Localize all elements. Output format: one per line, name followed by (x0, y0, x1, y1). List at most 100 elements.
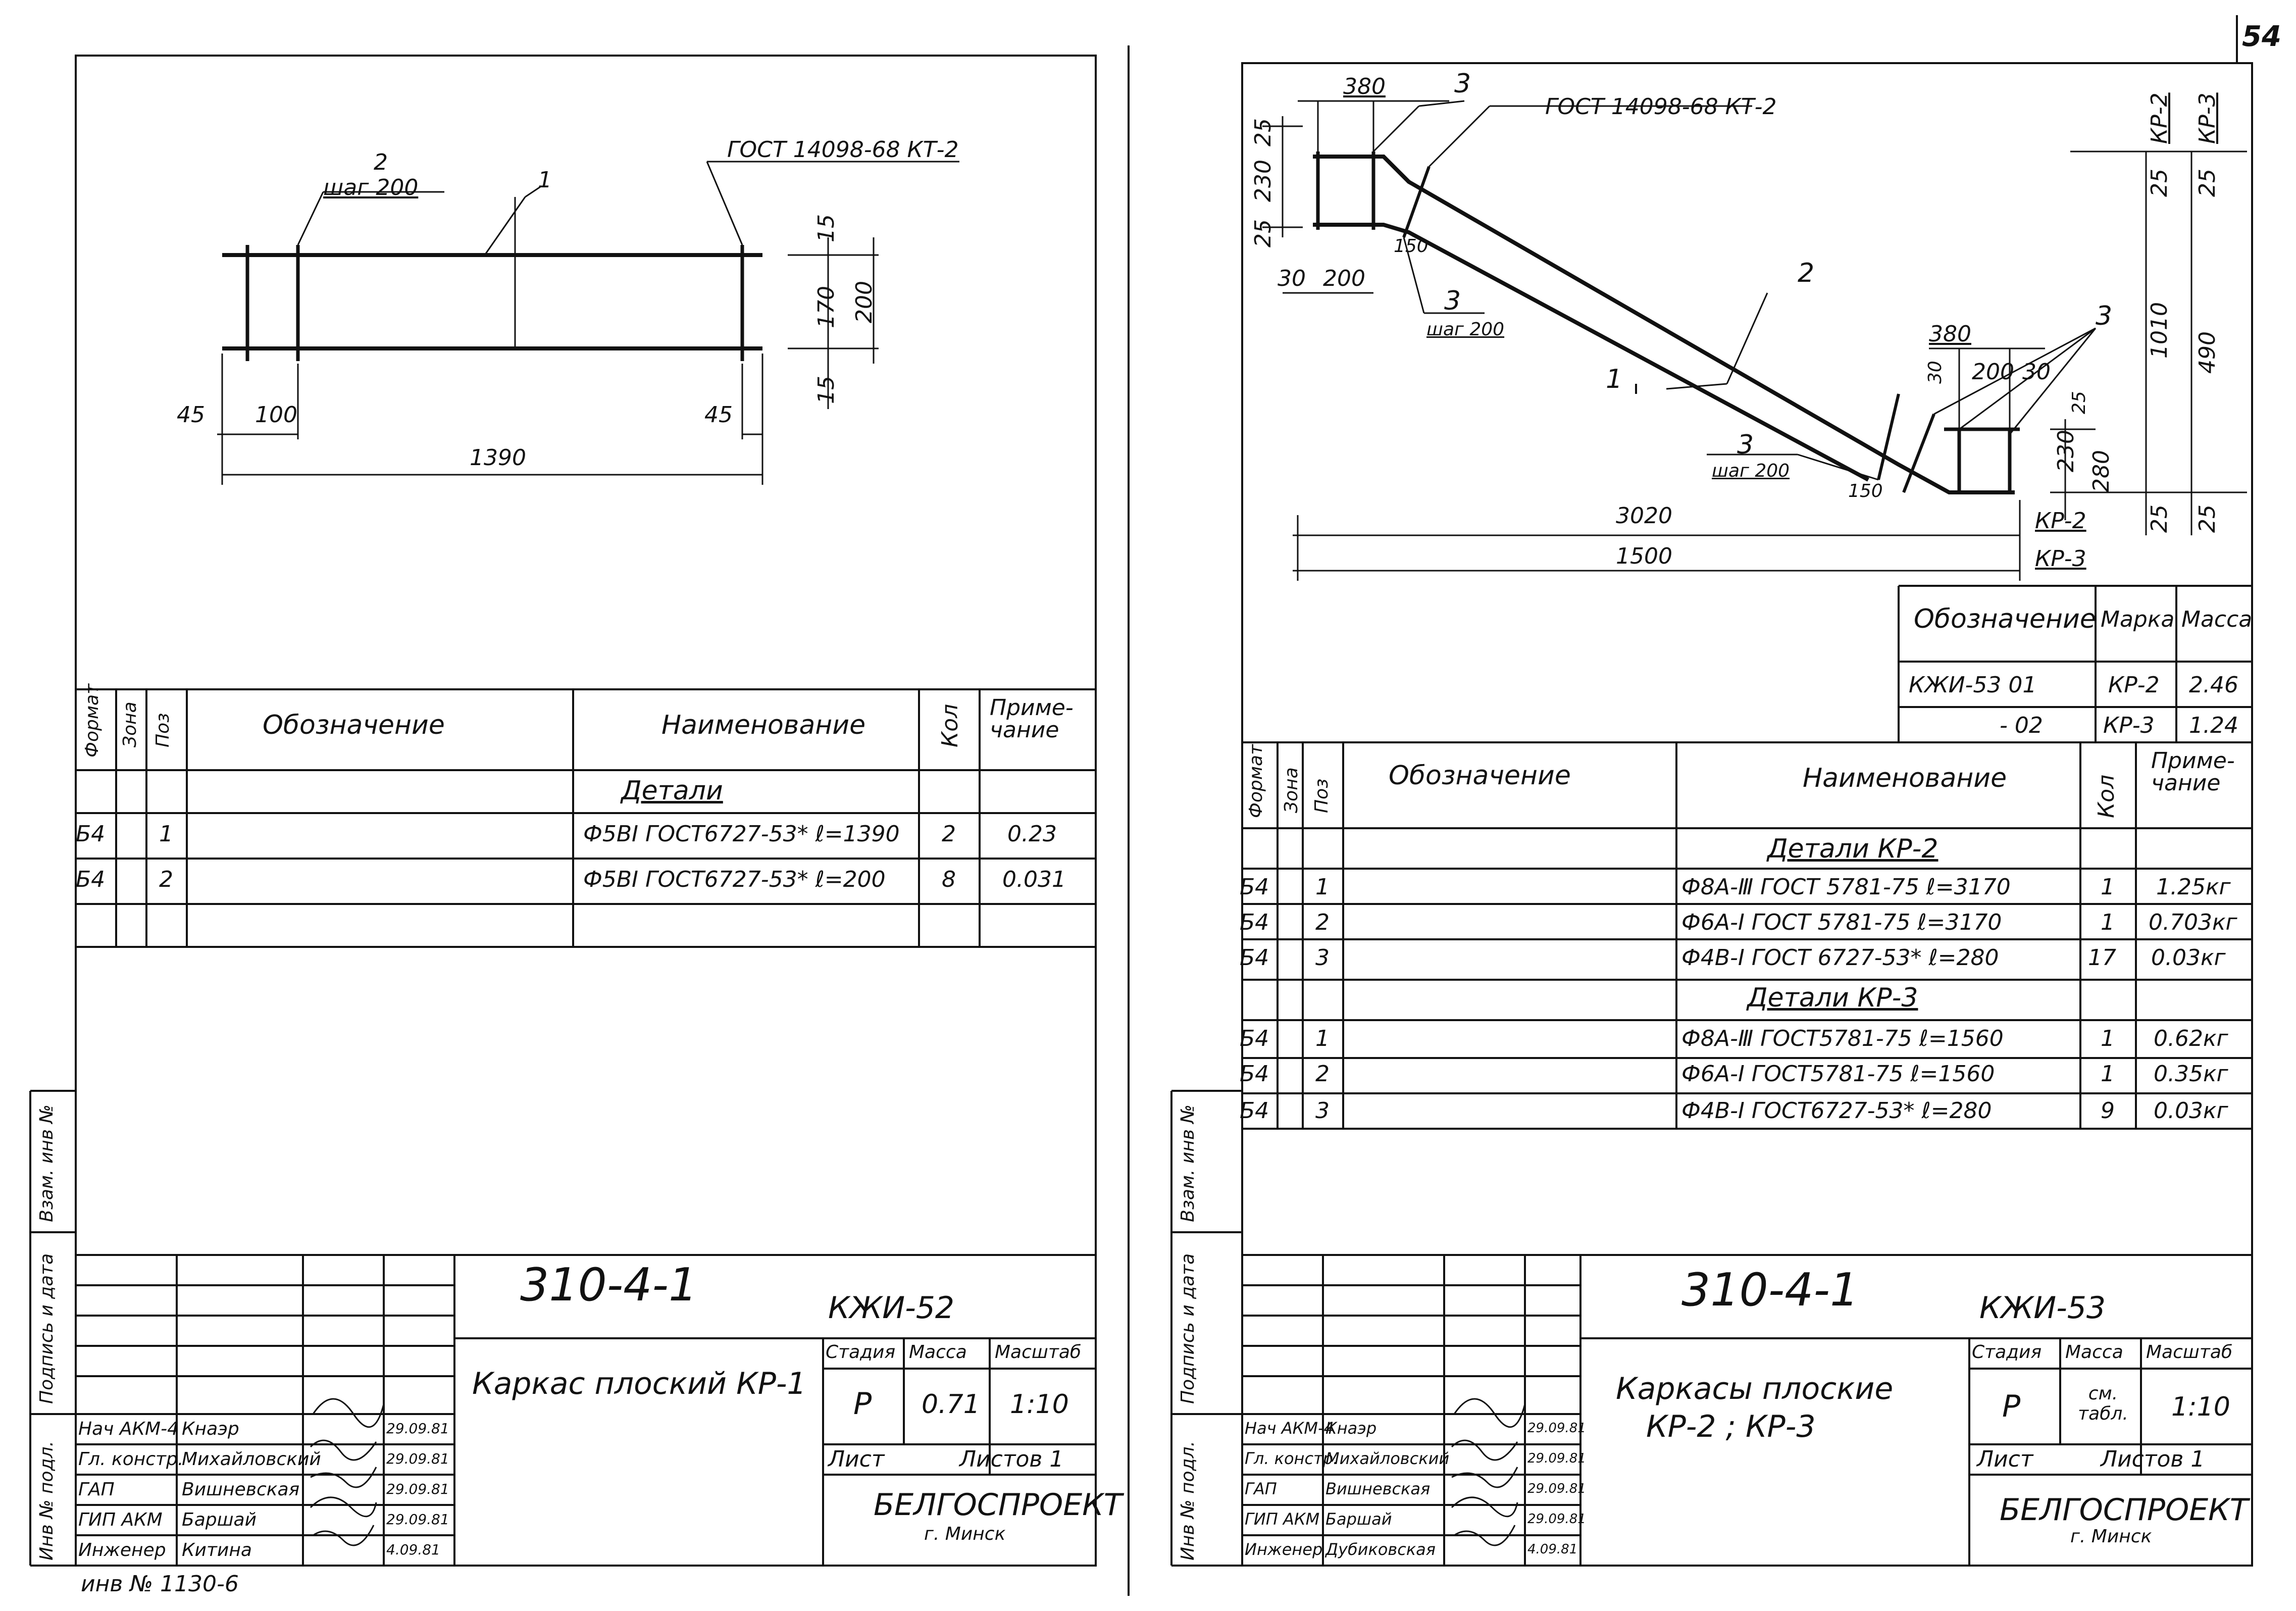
left-row1-qty: 2 (942, 821, 956, 847)
marks-row1-mark: КР-2 (2108, 672, 2160, 698)
left-side-label-1: Инв № подл. (36, 1441, 57, 1560)
kr3-row1-qty: 1 (2101, 1026, 2115, 1051)
right-doc-code: 310-4-1 (1681, 1264, 1859, 1317)
left-signer-role: Нач АКМ-4 (78, 1419, 179, 1439)
right-step-mid: шаг 200 (1426, 319, 1505, 340)
right-gost-note: ГОСТ 14098-68 КТ-2 (1545, 94, 1777, 120)
page-number: 54 (2242, 20, 2281, 53)
kr3-row3-pos: 3 (1315, 1098, 1330, 1124)
right-kr2-label: КР-2 (2035, 508, 2086, 534)
right-signer-date: 29.09.81 (1527, 1481, 1586, 1496)
left-city: г. Минск (924, 1524, 1006, 1544)
right-dim-230-b: 230 (2053, 430, 2079, 472)
right-city: г. Минск (2070, 1526, 2152, 1547)
marks-row2-mark: КР-3 (2103, 713, 2155, 738)
right-section-kr2: Детали КР-2 (1767, 834, 1938, 864)
left-signer-role: Гл. констр. (78, 1449, 184, 1470)
left-sheet-frame (75, 55, 1097, 1567)
right-dim-25-a: 25 (1250, 118, 1276, 146)
kr3-row3-name: Ф4В-Ⅰ ГОСТ6727-53* ℓ=280 (1681, 1098, 1992, 1124)
kr2-row3-pos: 3 (1315, 945, 1330, 971)
kr3-row3-qty: 9 (2101, 1098, 2115, 1124)
left-side-stamp (29, 1090, 76, 1567)
left-section-details: Детали (621, 776, 723, 806)
left-gost-note: ГОСТ 14098-68 КТ-2 (727, 137, 959, 163)
right-mass-label: Масса (2065, 1342, 2123, 1363)
marks-row1-mass: 2.46 (2189, 672, 2238, 698)
right-signer-name: Дубиковская (1325, 1540, 1436, 1559)
left-signer-role: ГАП (78, 1479, 115, 1500)
kr3-row2-pos: 2 (1315, 1061, 1330, 1087)
right-signer-date: 29.09.81 (1527, 1421, 1586, 1436)
left-scale-label: Масштаб (995, 1342, 1082, 1363)
right-dim-25-e: 25 (2195, 169, 2220, 197)
right-dim-25-g: 25 (2195, 505, 2220, 533)
left-mass: 0.71 (922, 1389, 980, 1420)
left-sheets-label: Листов 1 (959, 1446, 1064, 1472)
right-hdr-qty: Кол (2094, 774, 2119, 818)
right-dim-200-b: 200 (1972, 359, 2014, 385)
left-hdr-qty: Кол (937, 703, 963, 747)
left-sheet-label: Лист (828, 1446, 885, 1472)
right-scale: 1:10 (2171, 1392, 2230, 1422)
left-dim-200: 200 (851, 281, 877, 323)
kr3-row1-name: Ф8А-Ⅲ ГОСТ5781-75 ℓ=1560 (1681, 1026, 2004, 1051)
kr2-row3-name: Ф4В-Ⅰ ГОСТ 6727-53* ℓ=280 (1681, 945, 1999, 971)
left-dim-1390: 1390 (470, 445, 526, 471)
left-signer-name: Вишневская (182, 1479, 300, 1500)
right-signer-role: Гл. констр. (1245, 1449, 1339, 1468)
kr2-row1-format: Б4 (1240, 874, 1269, 900)
marks-hdr-designation: Обозначение (1914, 604, 2096, 634)
left-hdr-pos: Поз (152, 713, 173, 747)
right-title-line2: КР-2 ; КР-3 (1646, 1409, 1816, 1444)
marks-row2-code: - 02 (2000, 713, 2043, 738)
left-signer-name: Кнаэр (182, 1419, 239, 1439)
kr3-row1-format: Б4 (1240, 1026, 1269, 1051)
right-dim-280: 280 (2088, 450, 2114, 492)
right-hdr-zone: Зона (1281, 767, 1302, 813)
right-sheet-frame (1241, 62, 2253, 1567)
left-stage: Р (853, 1386, 872, 1422)
right-dim-30-c: 30 (2022, 359, 2051, 385)
left-signer-date: 29.09.81 (386, 1450, 449, 1467)
right-dim-25-c: 25 (2069, 391, 2089, 414)
left-stage-label: Стадия (826, 1342, 896, 1363)
right-label-2: 2 (1798, 258, 1815, 288)
left-row2-format: Б4 (76, 867, 106, 892)
left-hdr-note: Приме- чание (990, 695, 1074, 743)
left-signer-name: Михайловский (182, 1449, 321, 1470)
left-signer-date: 29.09.81 (386, 1481, 449, 1497)
left-hdr-zone: Зона (120, 701, 140, 747)
right-side-label-2: Подпись и дата (1178, 1253, 1198, 1404)
right-signer-name: Вишневская (1325, 1479, 1431, 1498)
left-doc-code: 310-4-1 (520, 1258, 698, 1312)
kr2-row3-qty: 17 (2088, 945, 2116, 971)
left-dim-2-step: шаг 200 (323, 175, 419, 200)
right-dim-490: 490 (2195, 331, 2220, 374)
left-dim-1-label: 1 (538, 167, 552, 193)
left-signer-name: Баршай (182, 1509, 257, 1530)
left-row2-name: Ф5ВⅠ ГОСТ6727-53* ℓ=200 (583, 867, 886, 892)
right-signer-date: 29.09.81 (1527, 1512, 1586, 1527)
left-dim-15-top: 15 (813, 214, 839, 242)
right-signer-role: Инженер (1245, 1540, 1323, 1559)
marks-row1-code: КЖИ-53 01 (1909, 672, 2037, 698)
right-dim-380-top: 380 (1343, 74, 1386, 99)
left-title-block-lines (76, 1254, 1096, 1566)
right-label-3-top: 3 (1454, 69, 1471, 99)
left-row1-format: Б4 (76, 821, 106, 847)
right-sheets-label: Листов 1 (2101, 1446, 2205, 1472)
kr2-row1-note: 1.25кг (2156, 874, 2231, 900)
right-label-3-bottom: 3 (1737, 430, 1754, 460)
kr3-row1-pos: 1 (1315, 1026, 1330, 1051)
left-row1-note: 0.23 (1007, 821, 1057, 847)
kr2-row1-pos: 1 (1315, 874, 1330, 900)
right-dim-30-b: 30 (1925, 361, 1946, 384)
signature-scribbles (310, 1398, 1526, 1546)
left-row2-qty: 8 (942, 867, 956, 892)
marks-row2-mass: 1.24 (2189, 713, 2238, 738)
left-dim-2-label: 2 (374, 149, 388, 175)
right-signer-role: ГАП (1245, 1479, 1277, 1498)
right-signer-name: Михайловский (1325, 1449, 1450, 1468)
right-sheet-code: КЖИ-53 (1979, 1290, 2106, 1326)
